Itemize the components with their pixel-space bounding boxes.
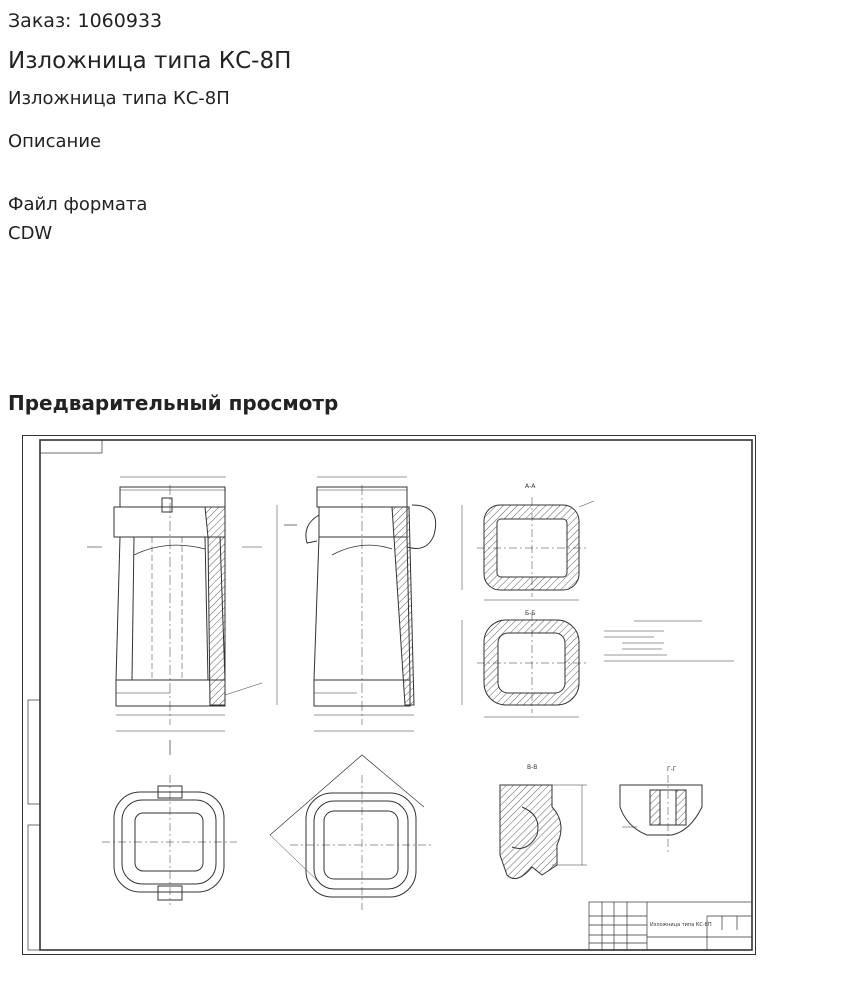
file-format-label: Файл формата xyxy=(8,194,148,215)
order-number: 1060933 xyxy=(77,10,163,32)
top-plan-view xyxy=(102,775,237,905)
title-block-name: Изложница типа КС-8П xyxy=(650,922,712,928)
drawing-preview: А-А Б-Б В-В Г-Г Изложница типа КС-8П xyxy=(22,435,756,955)
technical-notes xyxy=(604,620,734,662)
rotated-plan-view xyxy=(269,754,432,910)
preview-heading: Предварительный просмотр xyxy=(8,391,339,415)
section-label-g: Г-Г xyxy=(667,766,677,773)
section-label-b: Б-Б xyxy=(525,610,535,617)
section-label-a: А-А xyxy=(525,483,536,490)
sheet-side-strip-top xyxy=(27,699,41,805)
product-title: Изложница типа КС-8П xyxy=(8,48,292,74)
section-v-v xyxy=(499,784,587,880)
description-label: Описание xyxy=(8,131,102,152)
title-block xyxy=(588,901,753,951)
sheet-corner-stamp xyxy=(39,439,103,454)
product-subtitle: Изложница типа КС-8П xyxy=(8,88,230,109)
section-b-b xyxy=(461,613,587,718)
side-view xyxy=(276,476,437,732)
order-info: Заказ: 1060933 xyxy=(8,10,162,32)
sheet-inner-frame xyxy=(39,439,753,951)
section-g-g xyxy=(619,775,703,855)
section-a-a xyxy=(461,497,595,601)
section-label-v: В-В xyxy=(527,764,537,771)
sheet-side-strip-bottom xyxy=(27,824,41,951)
sheet-outer-frame xyxy=(22,435,756,955)
order-label: Заказ: xyxy=(8,10,72,32)
front-view-section xyxy=(87,476,263,755)
file-format-value: CDW xyxy=(8,223,53,244)
